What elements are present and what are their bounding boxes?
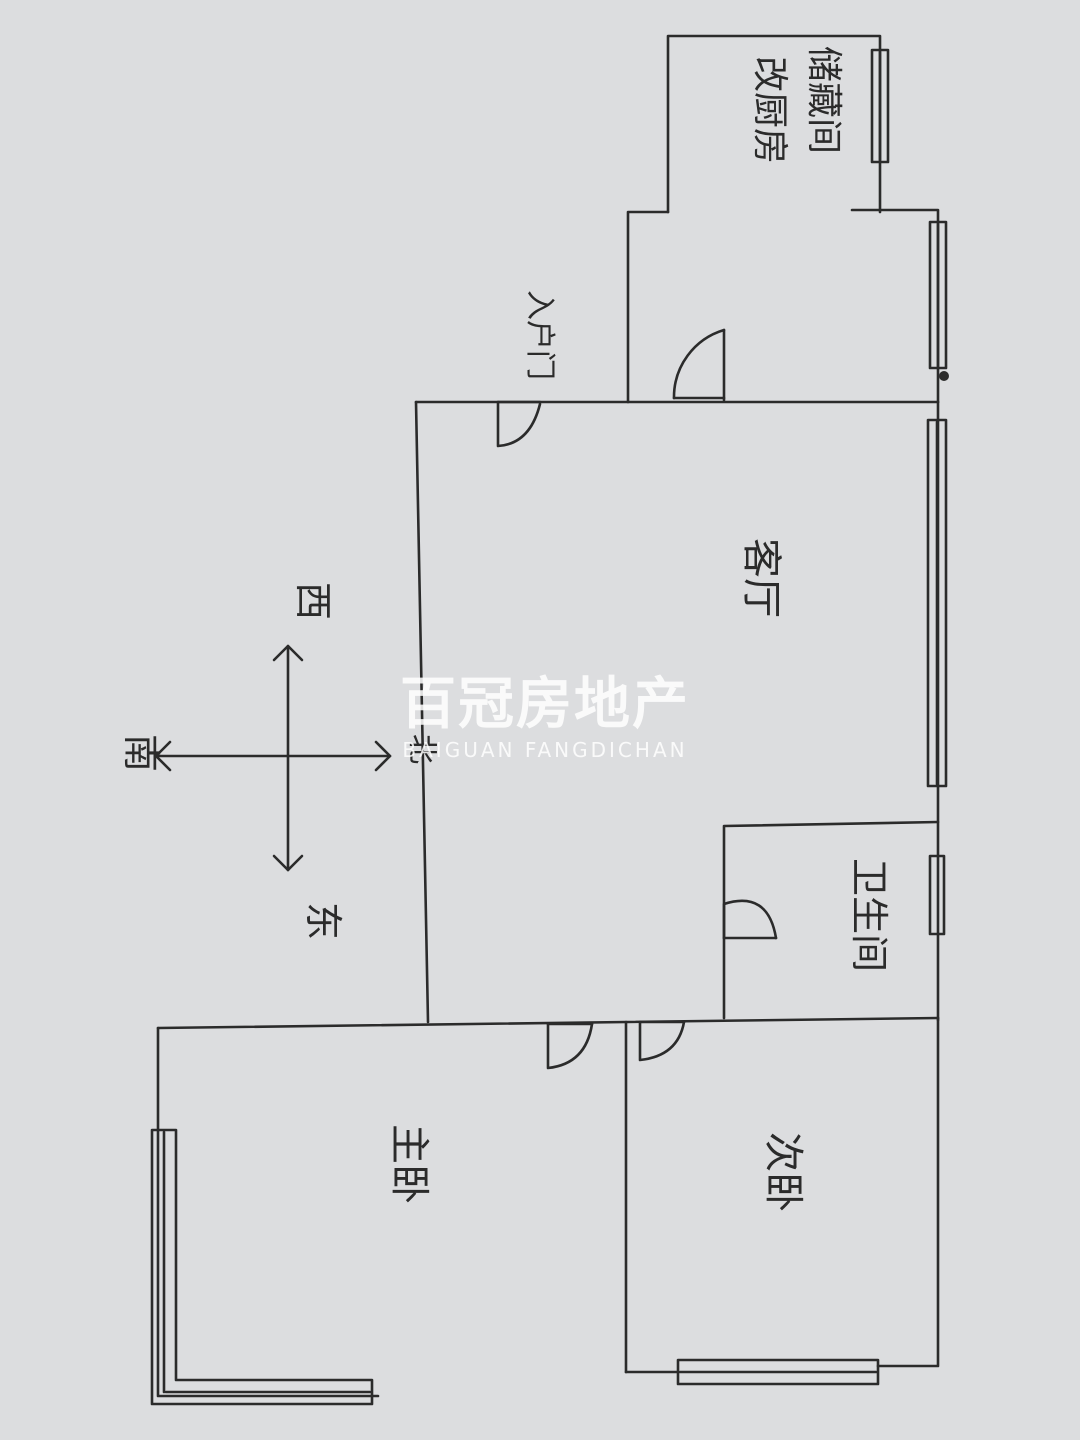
window-storage	[870, 48, 890, 164]
label-storage-kitchen-line2: 改厨房	[749, 56, 790, 164]
label-entrance-door: 入户门	[522, 290, 557, 380]
bedroom-walls	[156, 1016, 940, 1398]
watermark: 百冠房地产 BAIGUAN FANGDICHAN	[380, 672, 710, 762]
door-storage-kitchen	[672, 328, 726, 402]
window-second-bedroom	[676, 1358, 880, 1386]
window-bathroom	[928, 854, 946, 936]
label-storage-kitchen-line1: 储藏间	[803, 46, 844, 154]
watermark-brand-cn: 百冠房地产	[400, 672, 690, 737]
door-entrance	[496, 400, 542, 448]
window-master-bedroom	[150, 1128, 374, 1406]
label-living-room: 客厅	[738, 538, 784, 618]
door-master-bedroom	[546, 1022, 594, 1070]
compass-label-south: 南	[119, 734, 163, 772]
label-second-bedroom: 次卧	[760, 1132, 806, 1212]
compass-label-north: 北	[404, 734, 439, 764]
window-kitchen	[928, 220, 948, 370]
label-bathroom: 卫生间	[847, 858, 891, 972]
window-living-room	[926, 418, 948, 788]
watermark-brand-en: BAIGUAN FANGDICHAN	[402, 738, 688, 762]
wall-joint-dot	[939, 371, 949, 381]
compass-arrows	[154, 644, 392, 872]
bathroom-walls	[722, 820, 940, 1020]
compass-label-east: 东	[301, 902, 345, 940]
label-master-bedroom: 主卧	[386, 1124, 432, 1204]
compass-label-west: 西	[291, 582, 335, 620]
door-second-bedroom	[638, 1020, 686, 1062]
door-bathroom	[722, 899, 778, 940]
